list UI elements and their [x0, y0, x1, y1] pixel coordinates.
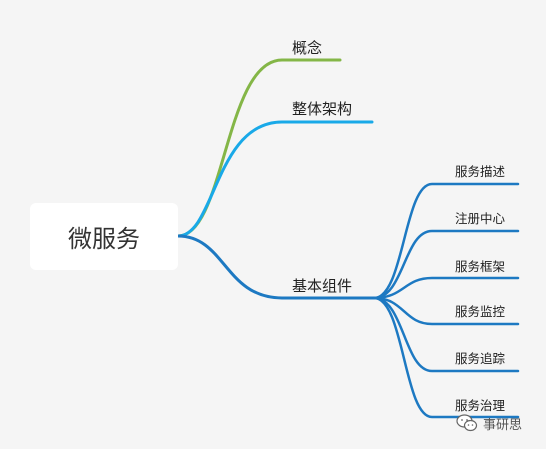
component-item-service-monitoring[interactable]: 服务监控	[455, 304, 506, 319]
root-node[interactable]: 微服务	[30, 203, 178, 270]
component-item-service-framework[interactable]: 服务框架	[455, 259, 506, 274]
watermark: 事研思	[456, 412, 522, 434]
component-item-service-governance[interactable]: 服务治理	[455, 398, 506, 413]
component-child-line	[372, 276, 520, 300]
component-item-service-tracing[interactable]: 服务追踪	[455, 351, 506, 366]
wechat-icon	[456, 414, 478, 432]
branch-label-components[interactable]: 基本组件	[292, 277, 353, 295]
branch-label-concept[interactable]: 概念	[292, 39, 323, 57]
branch-line-architecture	[176, 120, 374, 238]
branch-line-concept	[176, 58, 342, 238]
component-item-registry-center[interactable]: 注册中心	[455, 211, 506, 226]
watermark-text: 事研思	[483, 417, 523, 433]
component-item-service-description[interactable]: 服务描述	[455, 164, 506, 179]
component-child-line	[372, 296, 520, 326]
component-child-line	[372, 182, 520, 300]
component-child-line	[372, 229, 520, 300]
branch-label-architecture[interactable]: 整体架构	[292, 100, 353, 118]
component-child-lines	[372, 182, 520, 419]
branch-line-components	[176, 234, 376, 300]
component-child-line	[372, 296, 520, 419]
root-label: 微服务	[68, 225, 140, 253]
